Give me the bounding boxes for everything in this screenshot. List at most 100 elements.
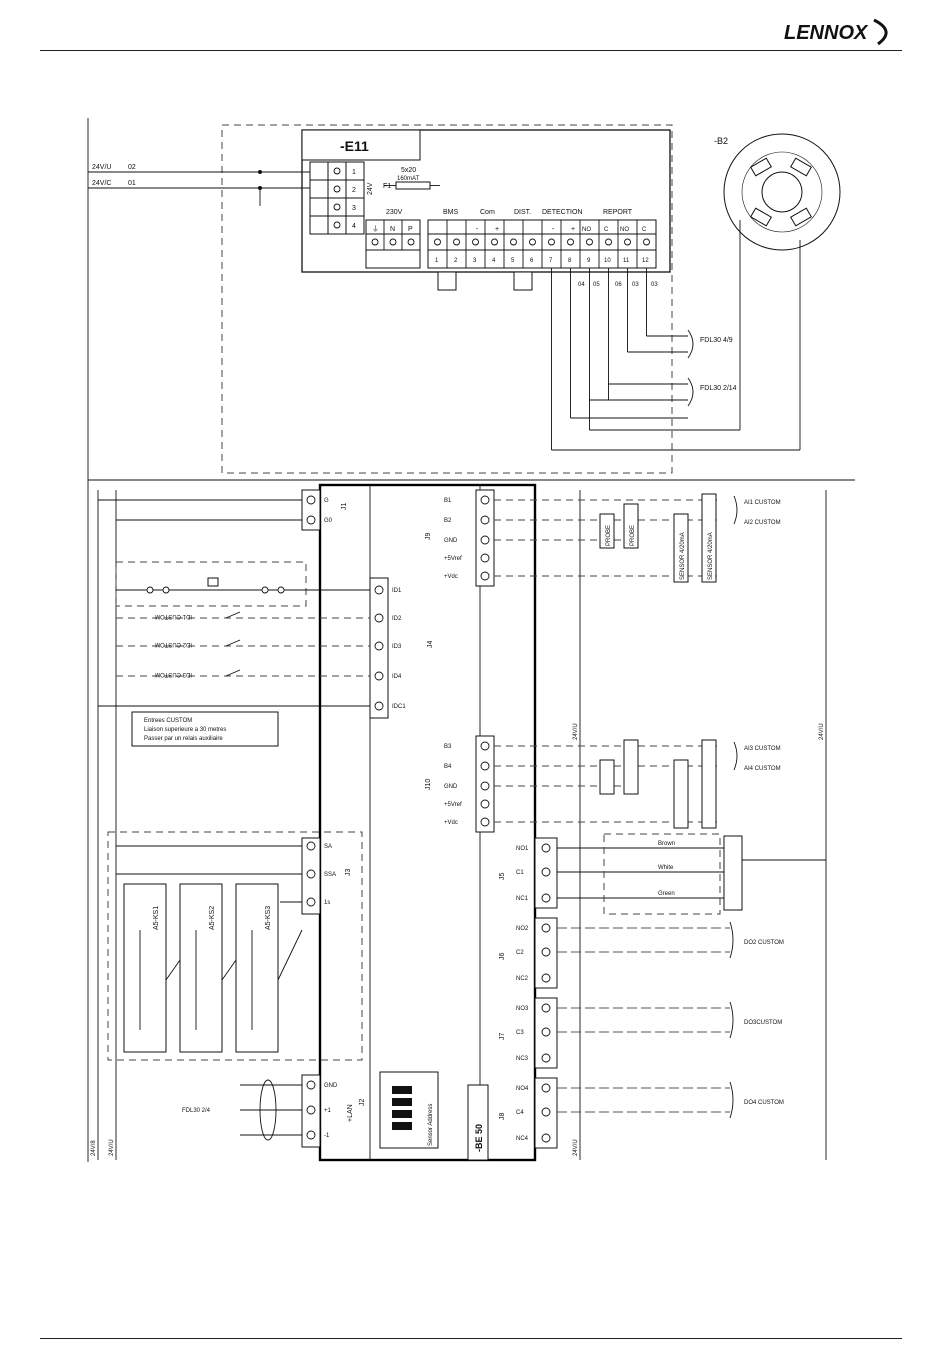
- custom-inputs-note: Entrees CUSTOM Liaison superieure a 30 m…: [131, 711, 279, 747]
- fdl-link: FDL30 2/4: [182, 1108, 211, 1114]
- input-wire-1: 02: [128, 164, 136, 171]
- j6-nc2: NC2: [516, 976, 529, 982]
- relay-wire-white: White: [658, 865, 674, 871]
- j10-b4: B4: [444, 764, 452, 770]
- group-report: REPORT: [603, 209, 633, 216]
- wire-ref-1: 04: [578, 282, 585, 288]
- connector-j10: B3 B4 GND +5Vref +Vdc J10: [425, 735, 720, 833]
- j4-id3: ID3: [392, 644, 402, 650]
- fuse-id: F1: [383, 183, 391, 190]
- j8-c4: C4: [516, 1110, 524, 1116]
- output-ai2: AI2 CUSTOM: [744, 520, 781, 526]
- input-label-1: 24V/U: [92, 164, 111, 171]
- note-line-2: Liaison superieure a 30 metres: [144, 727, 226, 733]
- output-ai3: AI3 CUSTOM: [744, 746, 781, 752]
- rail-1: 24V/8: [91, 1140, 97, 1156]
- a5-modules: [123, 883, 303, 1053]
- connector-j4: ID1 ID2 ID3 ID4 IDC1 J4: [98, 561, 434, 719]
- controller-name-box: [467, 1084, 489, 1161]
- svg-text:4: 4: [352, 223, 356, 230]
- module-ks1: A5-KS1: [153, 906, 160, 930]
- terminal-5: 5: [511, 258, 515, 264]
- report-no-1: NO: [582, 227, 591, 233]
- terminal-1: 1: [435, 258, 439, 264]
- rail-2: 24V/U: [109, 1139, 115, 1156]
- rail-right-1: 24V/U: [819, 723, 825, 740]
- wiring-diagram: -E11 1 2 3 4 24V 24V/U 02 24V/C 01 F1 5x…: [40, 100, 902, 1170]
- terminal-3: 3: [473, 258, 477, 264]
- wire-ref-3: 06: [615, 282, 622, 288]
- j9-b1: B1: [444, 498, 452, 504]
- j5-no1: NO1: [516, 846, 529, 852]
- probe-2: PROBE: [630, 525, 636, 546]
- group-230v: 230V: [386, 209, 403, 216]
- footer-rule: [40, 1338, 902, 1339]
- e11-230v-block: 230V ⏚ N P: [365, 209, 421, 269]
- j3-ssa: SSA: [324, 872, 336, 878]
- left-rails: [97, 490, 117, 1160]
- ai-bracket-2: [733, 741, 738, 771]
- module-ks2: A5-KS2: [209, 906, 216, 930]
- controller-board: [318, 483, 537, 1162]
- connector-j8: NO4 C4 NC4 J8: [499, 1077, 734, 1149]
- j1-g: G: [324, 498, 329, 504]
- j8-nc4: NC4: [516, 1136, 529, 1142]
- j8-no4: NO4: [516, 1086, 529, 1092]
- terminal-12: 12: [642, 258, 649, 264]
- fuse-value: 160mAT: [397, 176, 420, 182]
- e11-enclosure: [221, 124, 673, 474]
- sensor-1: SENSOR 4/20mA: [680, 532, 686, 580]
- smoke-detector-b2: -B2: [589, 133, 841, 450]
- j6-c2: C2: [516, 950, 524, 956]
- group-dist: DIST.: [514, 209, 531, 216]
- mark-p: P: [408, 226, 413, 233]
- svg-text:-: -: [552, 226, 555, 233]
- wiring-diagram-svg: -E11 1 2 3 4 24V 24V/U 02 24V/C 01 F1 5x…: [87, 118, 855, 1162]
- sensor-address-switch: Sensor Address: [379, 1071, 439, 1149]
- dist-jumper: [513, 271, 533, 291]
- terminal-2: 2: [454, 258, 458, 264]
- j4-idc1: IDC1: [392, 704, 406, 710]
- j4-id4: ID4: [392, 674, 402, 680]
- j8-id: J8: [499, 1113, 506, 1121]
- j4-id2: ID2: [392, 616, 402, 622]
- dip-label: Sensor Address: [428, 1104, 434, 1146]
- j7-nc3: NC3: [516, 1056, 529, 1062]
- controller-name: -BE 50: [474, 1124, 484, 1152]
- connector-j3: SA SSA 1s J3: [107, 831, 363, 1061]
- j5-c1: C1: [516, 870, 524, 876]
- j9-b2: B2: [444, 518, 452, 524]
- e11-terminal-strip: -+ -+ NO C NO C 1 2 3 4 5 6 7 8 9 10 11 …: [427, 219, 657, 269]
- module-ks3: A5-KS3: [265, 906, 272, 930]
- report-c-2: C: [642, 227, 647, 233]
- j10-gnd: GND: [444, 784, 458, 790]
- wire-ref-5: 03: [651, 282, 658, 288]
- j6-no2: NO2: [516, 926, 529, 932]
- j10-vdc: +Vdc: [444, 820, 458, 826]
- terminal-11: 11: [623, 258, 630, 264]
- note-line-1: Entrees CUSTOM: [144, 718, 192, 724]
- rail-4: 24V/U: [573, 1139, 579, 1156]
- j2-gnd: GND: [324, 1083, 338, 1089]
- sensor-2: SENSOR 4/20mA: [708, 532, 714, 580]
- mark-n: N: [390, 226, 395, 233]
- e11-title-box: [301, 129, 421, 161]
- ai-bracket-1: [733, 495, 738, 525]
- fdl-block-2: FDL30 2/14: [700, 385, 737, 392]
- input-label-2: 24V/C: [92, 180, 111, 187]
- j2-minus: -1: [324, 1133, 330, 1139]
- terminal-10: 10: [604, 258, 611, 264]
- j2-plus: +1: [324, 1108, 332, 1114]
- connector-j5: NO1 C1 NC1 J5: [499, 833, 826, 915]
- j7-id: J7: [499, 1033, 506, 1041]
- brand-logo: LENNOX: [778, 14, 898, 48]
- wire-ref-4: 03: [632, 282, 639, 288]
- j5-id: J5: [499, 873, 506, 881]
- input-wire-2: 01: [128, 180, 136, 187]
- j4-id: J4: [427, 641, 434, 649]
- svg-text:3: 3: [352, 205, 356, 212]
- e11-fuse: F1 5x20 160mAT: [383, 167, 440, 190]
- terminal-7: 7: [549, 258, 553, 264]
- j4-id1: ID1: [392, 588, 402, 594]
- fuse-rating: 5x20: [401, 167, 416, 174]
